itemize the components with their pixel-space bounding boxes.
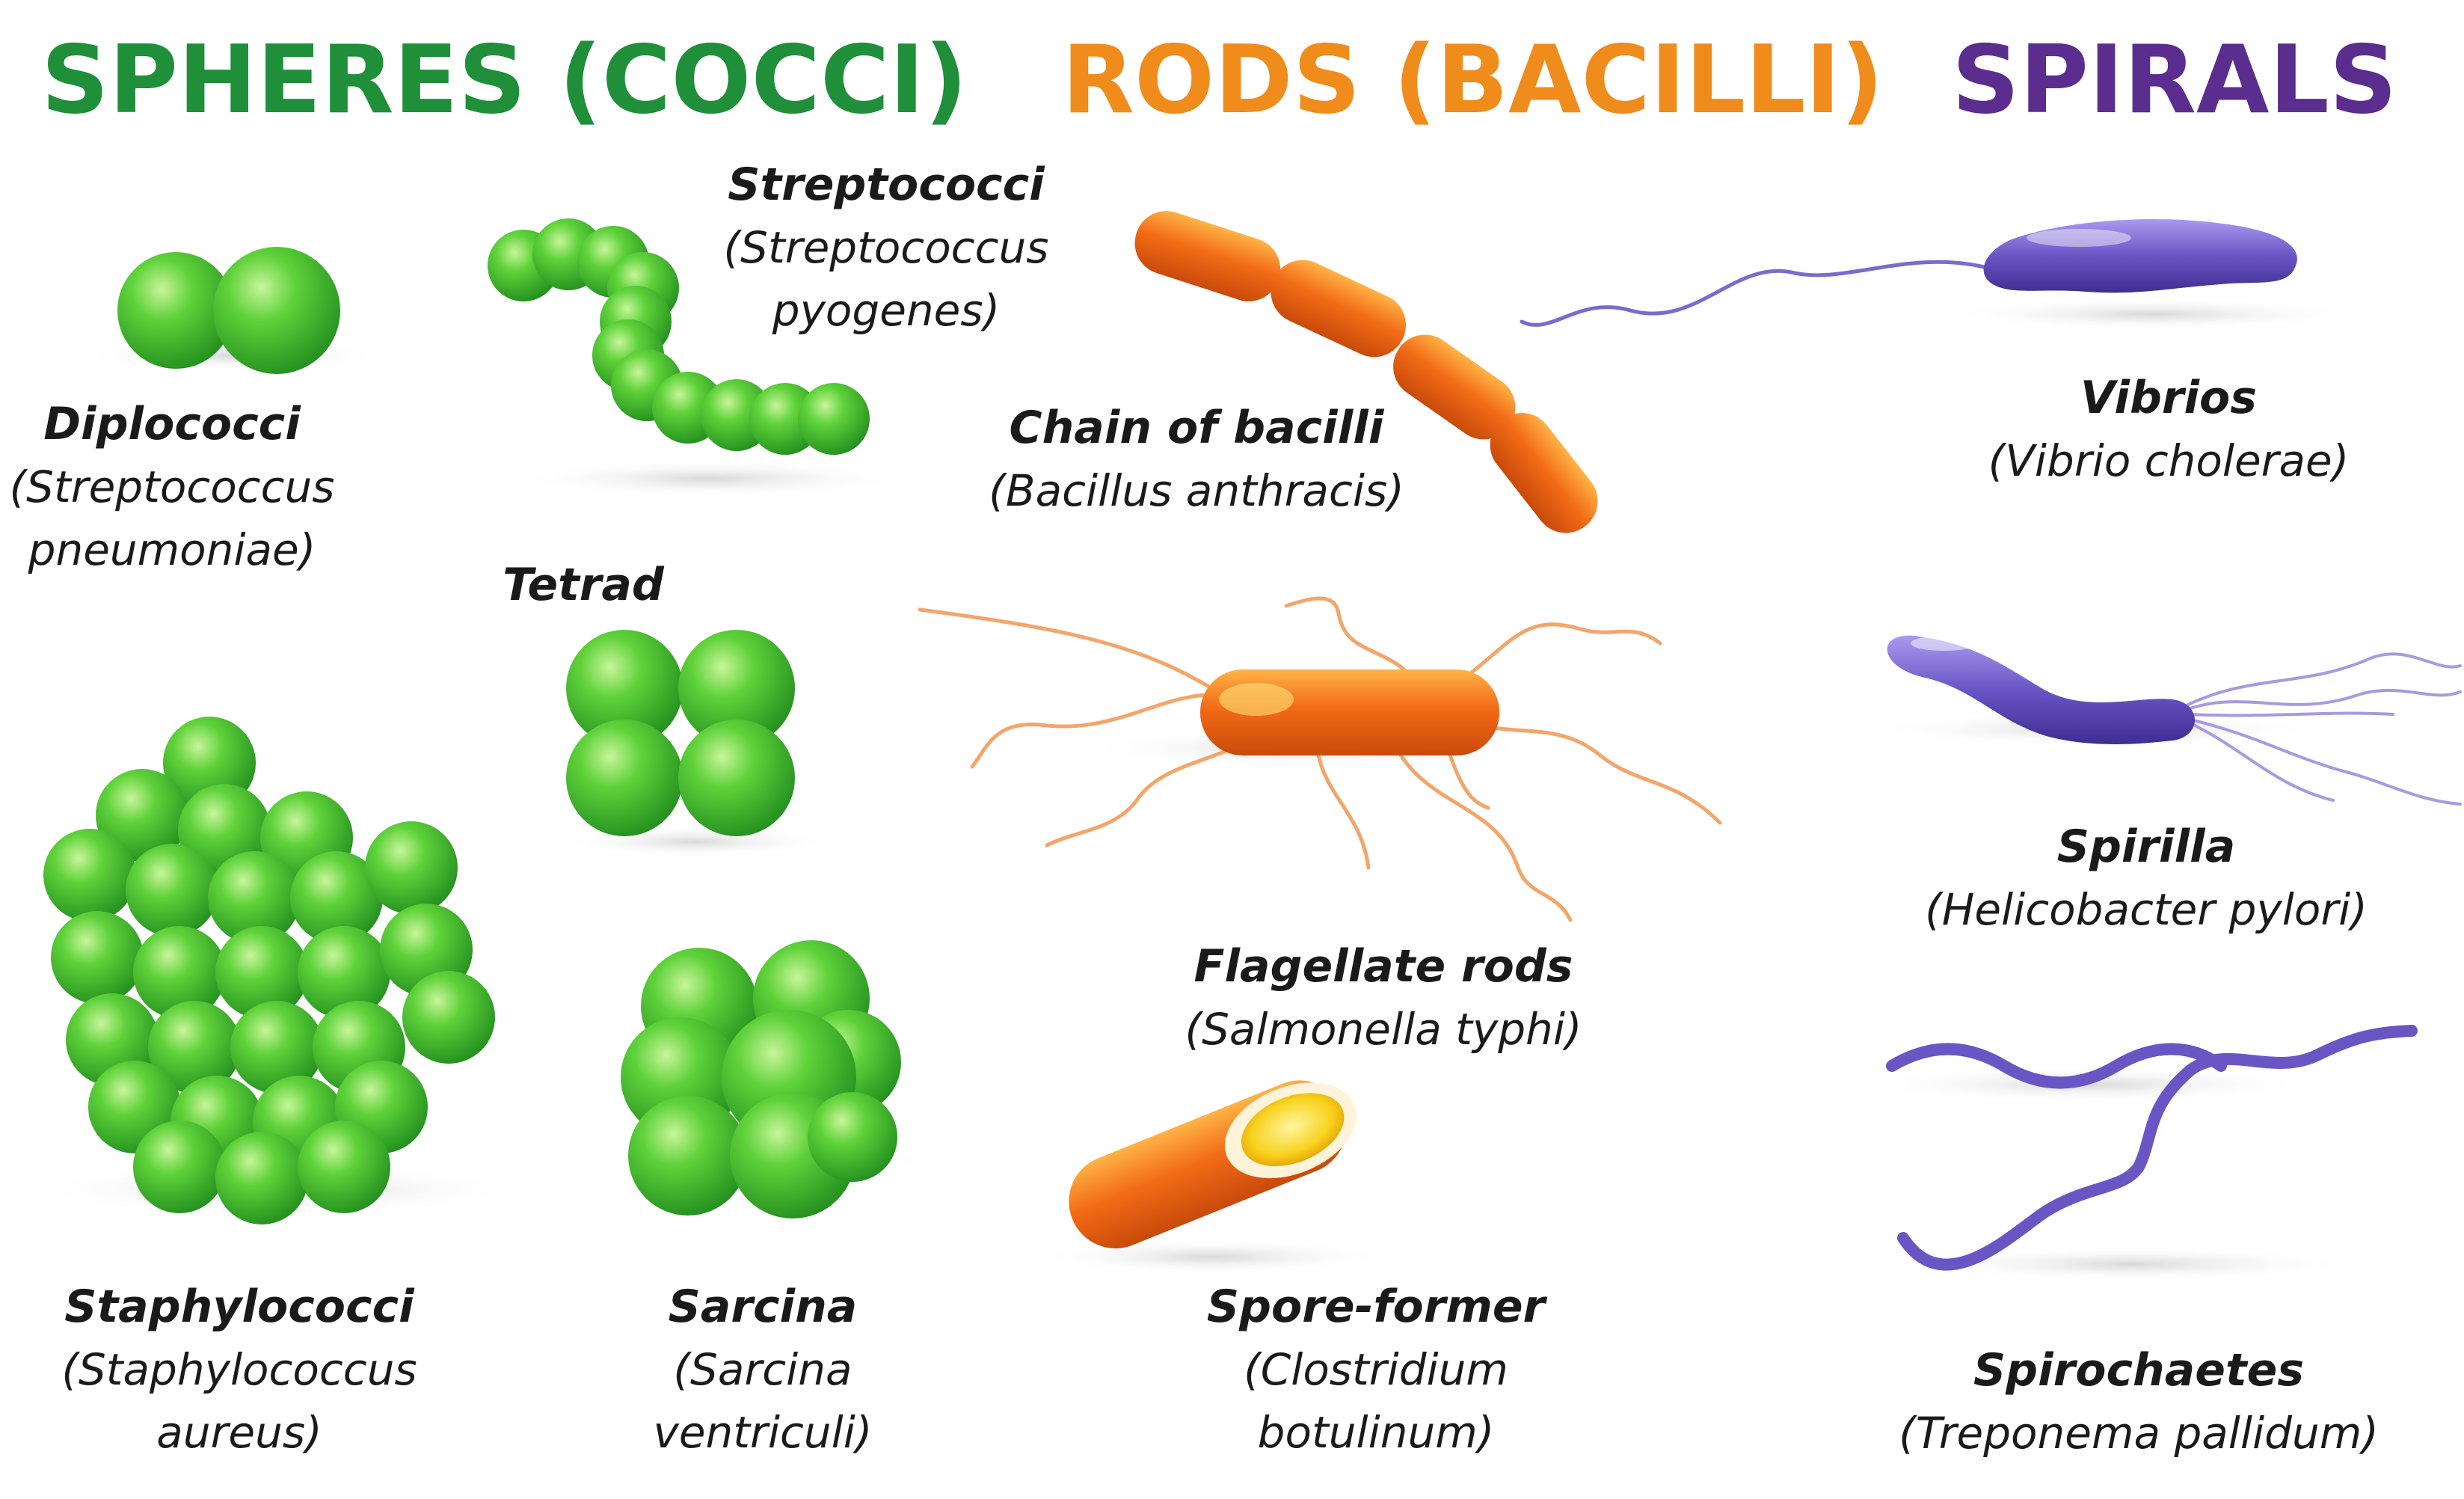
heading-rods: RODS (BACILLI)	[1062, 25, 1884, 135]
spirilla-name: Spirilla	[2056, 821, 2236, 873]
chain-of-bacilli-name: Chain of bacilli	[1009, 402, 1384, 454]
staphylococcus-cell	[133, 1121, 226, 1213]
staphylococcus-cell	[402, 971, 495, 1064]
label-vibrios: Vibrios (Vibrio cholerae)	[1944, 367, 2393, 492]
staphylococcus-cell	[133, 926, 226, 1019]
spore-former-species-line-2: botulinum)	[1257, 1407, 1495, 1458]
label-spore-former: Spore-former (Clostridium botulinum)	[1182, 1275, 1570, 1464]
staphylococcus-cell	[148, 1001, 241, 1094]
streptococcus-cell	[798, 383, 870, 455]
staphylococcus-cell	[215, 926, 308, 1019]
label-tetrad: Tetrad	[464, 554, 703, 616]
staphylococcus-cell	[230, 1001, 323, 1094]
flagellate-rod-illustration	[918, 596, 1722, 922]
label-chain-of-bacilli: Chain of bacilli (Bacillus anthracis)	[965, 396, 1428, 522]
diplococci-illustration	[117, 247, 340, 374]
diplococci-species-line-1: (Streptococcus	[9, 462, 335, 512]
spore-former-illustration	[1069, 1080, 1357, 1248]
chain-of-bacilli-illustration	[1134, 211, 1598, 533]
spirilla-species-line-1: (Helicobacter pylori)	[1925, 884, 2368, 935]
staphylococcus-cell	[43, 829, 136, 922]
spirochaetes-illustration	[1886, 1025, 2418, 1271]
staphylococcus-cell	[290, 851, 383, 944]
staphylococci-name: Staphylococci	[64, 1281, 414, 1333]
spore-former-name: Spore-former	[1206, 1281, 1546, 1333]
tetrad-name: Tetrad	[503, 559, 664, 611]
label-spirilla: Spirilla (Helicobacter pylori)	[1884, 815, 2408, 941]
heading-spheres: SPHERES (COCCI)	[41, 25, 968, 135]
streptococci-name: Streptococci	[728, 159, 1045, 211]
sarcina-species-line-2: ventriculi)	[653, 1407, 873, 1458]
vibrio-illustration	[1520, 218, 2297, 327]
diplococci-species-line-2: pneumoniae)	[28, 524, 316, 575]
vibrios-name: Vibrios	[2080, 372, 2257, 424]
staphylococci-illustration	[43, 717, 495, 1224]
sarcina-species-line-1: (Sarcina	[673, 1344, 852, 1395]
staphylococcus-cell	[208, 851, 301, 944]
label-diplococci: Diplococci (Streptococcus pneumoniae)	[0, 393, 344, 581]
spore-former-species-line-1: (Clostridium	[1244, 1344, 1508, 1395]
staphylococcus-cell	[51, 911, 144, 1004]
staphylococci-species-line-1: (Staphylococcus	[61, 1344, 417, 1395]
tetrad-illustration	[566, 630, 795, 836]
staphylococcus-cell	[215, 1132, 308, 1224]
spirochaetes-name: Spirochaetes	[1973, 1344, 2305, 1397]
chain-of-bacilli-species-line-1: (Bacillus anthracis)	[989, 465, 1404, 516]
streptococci-species-line-2: pyogenes)	[772, 285, 1001, 336]
staphylococcus-cell	[365, 821, 458, 914]
spirochaetes-species-line-1: (Treponema pallidum)	[1899, 1408, 2379, 1459]
heading-spirals: SPIRALS	[1952, 25, 2397, 135]
staphylococcus-cell	[126, 844, 218, 937]
label-sarcina: Sarcina (Sarcina ventriculi)	[621, 1275, 905, 1464]
label-spirochaetes: Spirochaetes (Treponema pallidum)	[1869, 1339, 2408, 1465]
staphylococci-species-line-2: aureus)	[156, 1407, 322, 1458]
flagellate-rods-name: Flagellate rods	[1193, 940, 1573, 993]
staphylococcus-cell	[298, 926, 390, 1019]
label-streptococci: Streptococci (Streptococcus pyogenes)	[699, 153, 1073, 342]
label-staphylococci: Staphylococci (Staphylococcus aureus)	[30, 1275, 449, 1464]
spirilla-illustration	[1887, 635, 2462, 806]
streptococci-species-line-1: (Streptococcus	[723, 222, 1049, 273]
label-flagellate-rods: Flagellate rods (Salmonella typhi)	[1144, 935, 1623, 1061]
streptococci-illustration	[488, 218, 870, 455]
staphylococcus-cell	[298, 1121, 390, 1213]
vibrios-species-line-1: (Vibrio cholerae)	[1988, 435, 2350, 486]
flagellate-rods-species-line-1: (Salmonella typhi)	[1185, 1004, 1582, 1055]
diplococci-name: Diplococci	[43, 398, 301, 450]
sarcina-illustration	[621, 940, 901, 1218]
sarcina-name: Sarcina	[668, 1281, 858, 1333]
staphylococcus-cell	[96, 769, 188, 862]
